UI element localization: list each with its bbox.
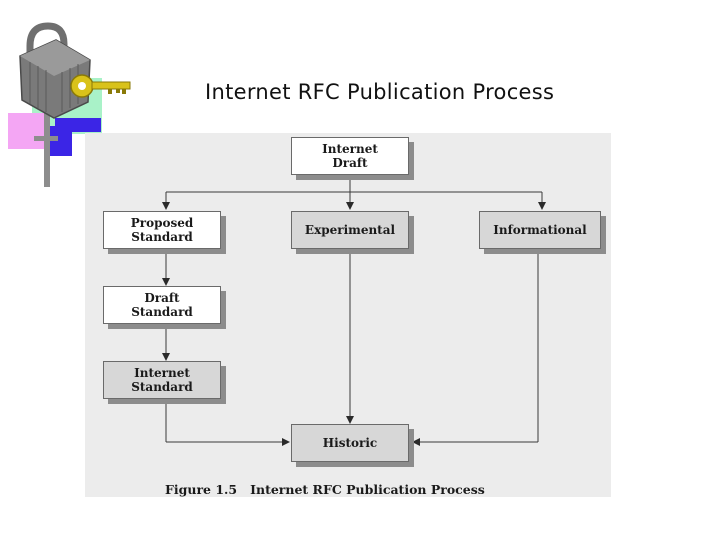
node-informational: Informational (479, 211, 601, 249)
node-draft-standard-label: Draft Standard (131, 291, 193, 319)
node-draft-standard: Draft Standard (103, 286, 221, 324)
slide-title: Internet RFC Publication Process (205, 80, 555, 104)
padlock-shackle-icon (26, 22, 68, 62)
figure-caption: Figure 1.5 Internet RFC Publication Proc… (165, 482, 485, 497)
node-experimental-label: Experimental (304, 223, 396, 237)
padlock-key-logo (8, 22, 131, 187)
node-proposed-standard: Proposed Standard (103, 211, 221, 249)
node-internet-draft: Internet Draft (291, 137, 409, 175)
logo-pink-block (8, 113, 48, 149)
diagram-connectors (162, 177, 546, 446)
node-internet-standard: Internet Standard (103, 361, 221, 399)
node-proposed-standard-label: Proposed Standard (130, 216, 194, 244)
logo-crossbar (34, 136, 58, 141)
node-internet-draft-label: Internet Draft (322, 142, 378, 170)
node-internet-standard-label: Internet Standard (131, 366, 193, 394)
node-experimental: Experimental (291, 211, 409, 249)
rfc-process-diagram: Internet Draft Proposed Standard Experim… (85, 133, 611, 497)
node-historic-label: Historic (322, 436, 378, 450)
padlock-top-face (20, 40, 90, 76)
node-informational-label: Informational (493, 223, 587, 237)
node-historic: Historic (291, 424, 409, 462)
